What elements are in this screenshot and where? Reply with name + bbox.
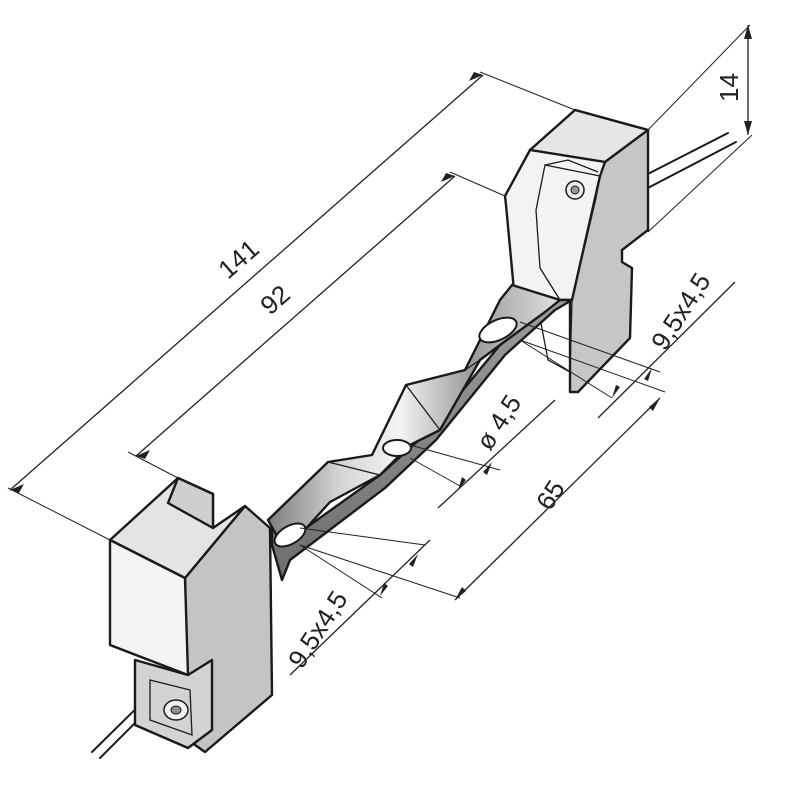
dimension-label-slot-bottom: 9,5x4,5 — [282, 585, 354, 673]
metal-bending-strip — [266, 283, 574, 582]
dimension-label-14: 14 — [714, 73, 744, 102]
dimension-label-92: 92 — [254, 279, 296, 321]
top-slot — [478, 316, 518, 344]
back-mounting-block — [503, 108, 737, 394]
center-hole — [382, 439, 412, 457]
dimension-label-65: 65 — [530, 475, 571, 516]
bottom-slot — [273, 522, 307, 548]
dimension-label-141: 141 — [212, 233, 264, 284]
dimension-label-hole-diameter: ø 4,5 — [470, 389, 527, 455]
dimension-lines — [7, 24, 753, 676]
front-mounting-block — [91, 476, 274, 759]
